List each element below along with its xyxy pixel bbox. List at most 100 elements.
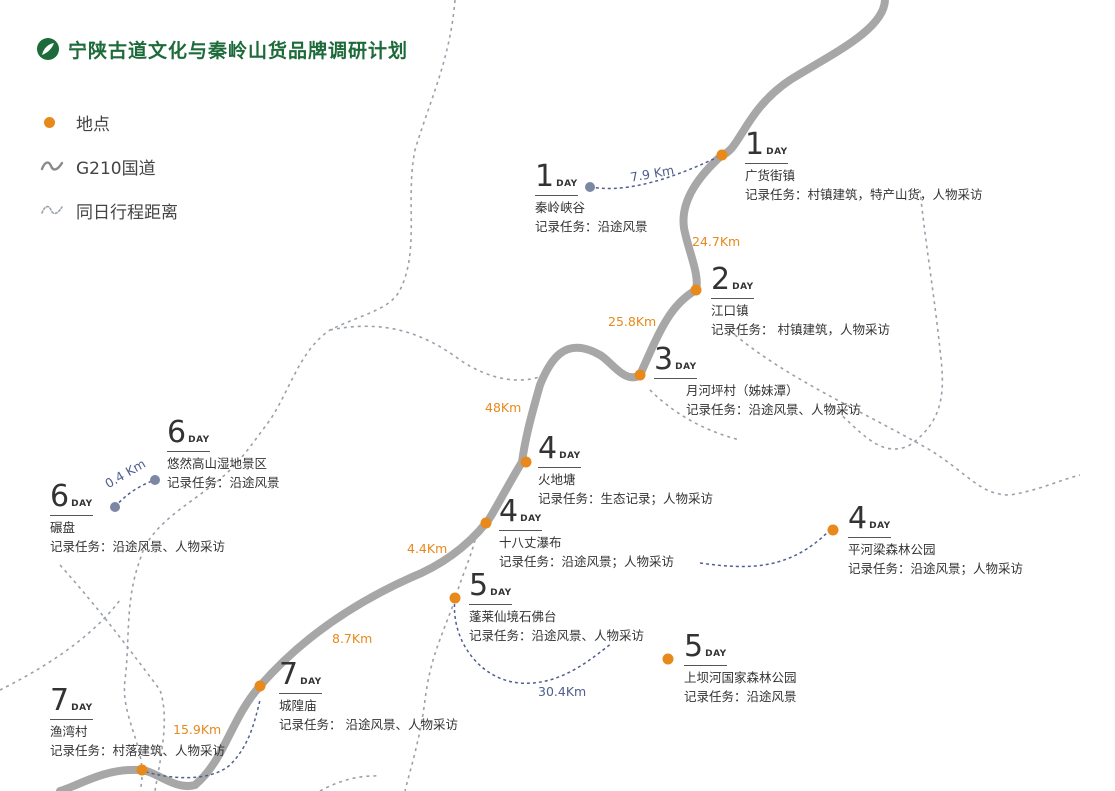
day-label: DAY [556,179,578,189]
dot-yuwancun[interactable] [136,764,148,776]
leaf-logo-icon [37,38,59,60]
day-number: 4 [848,501,868,536]
page-title: 宁陕古道文化与秦岭山货品牌调研计划 [36,34,408,64]
same-day-line-7 [139,699,261,779]
day-label: DAY [559,451,581,461]
stop-name: 江口镇 [711,303,749,318]
day-label: DAY [675,362,697,372]
trail-bottom [319,775,381,791]
day-number: 7 [50,683,70,718]
stop-name: 碾盘 [50,520,76,535]
trail-left [123,469,231,791]
dot-youran[interactable] [150,475,160,485]
day-label: DAY [705,649,727,659]
distance-label: 4.4Km [407,541,448,556]
dot-chenghuangmiao[interactable] [254,680,266,692]
day-number: 2 [711,262,731,297]
stop-task: 记录任务：沿途风景 [167,475,280,490]
trail-mid-right [649,389,741,441]
legend-location-label: 地点 [76,114,110,135]
dot-shibazhang[interactable] [480,517,492,529]
stop-name: 秦岭峡谷 [535,200,586,215]
stop-name: 城隍庙 [279,698,317,713]
stop-task: 记录任务：沿途风景、人物采访 [50,539,226,554]
trail-upper-left [229,0,456,471]
day-label: DAY [490,588,512,598]
day-number: 4 [499,494,519,529]
day-label: DAY [766,147,788,157]
legend: 地点 G210国道 同日行程距离 [40,100,178,232]
day-label: DAY [71,703,93,713]
stop-task: 记录任务：沿途风景；人物采访 [499,554,675,569]
dot-qinling-gorge[interactable] [585,182,595,192]
stop-name: 月河坪村（姊妹潭） [686,383,799,398]
stop-task: 记录任务：沿途风景、人物采访 [469,628,645,643]
same-day-line-4 [699,529,831,568]
stop-name: 十八丈瀑布 [499,535,562,550]
day-label: DAY [188,435,210,445]
dot-guanghuojie[interactable] [716,149,728,161]
distance-label: 8.7Km [332,631,373,646]
day-label: DAY [71,499,93,509]
title-text: 宁陕古道文化与秦岭山货品牌调研计划 [68,39,409,62]
dot-shangbahe[interactable] [662,653,674,665]
legend-location: 地点 [40,100,178,144]
day-number: 1 [535,159,555,194]
trail-mid [329,325,546,381]
day-label: DAY [732,282,754,292]
distance-label: 15.9Km [173,722,222,737]
legend-same-day-label: 同日行程距离 [76,202,178,223]
day-number: 7 [279,657,299,692]
day-number: 6 [167,415,187,450]
stop-task: 记录任务：沿途风景、人物采访 [686,402,862,417]
day-label: DAY [520,514,542,524]
day-label: DAY [300,677,322,687]
stop-name: 火地塘 [538,472,576,487]
stop-task: 记录任务： 村镇建筑，人物采访 [711,322,890,337]
legend-road-label: G210国道 [76,158,156,179]
distance-label: 24.7Km [692,234,741,249]
day-number: 6 [50,479,70,514]
trail-right [829,189,944,450]
day-number: 5 [469,568,489,603]
stop-task: 记录任务：村落建筑、人物采访 [50,743,226,758]
dot-yuehepingcun[interactable] [634,369,646,381]
dot-huoditang[interactable] [520,456,532,468]
stop-task: 记录任务： 沿途风景、人物采访 [279,717,458,732]
location-dots [110,149,839,776]
stop-name: 平河梁森林公园 [848,542,936,557]
distance-label: 48Km [485,400,522,415]
stop-name: 广货街镇 [745,168,796,183]
stop-task: 记录任务：沿途风景 [684,689,797,704]
dot-nianpan[interactable] [110,502,120,512]
stop-task: 记录任务：生态记录；人物采访 [538,491,714,506]
dashed-squiggle-icon [41,205,63,215]
g210-road [56,0,889,791]
stop-name: 蓬莱仙境石佛台 [469,609,557,624]
dot-jiangkou[interactable] [690,284,702,296]
legend-same-day: 同日行程距离 [40,188,178,232]
dot-penglai[interactable] [449,592,461,604]
legend-road: G210国道 [40,144,178,188]
same-day-line-5 [453,597,613,684]
day-number: 4 [538,431,558,466]
stop-task: 记录任务：沿途风景；人物采访 [848,561,1024,576]
day-number: 5 [684,629,704,664]
background-trails [0,0,1081,791]
dot-pingheliang[interactable] [827,524,839,536]
day-label: DAY [869,521,891,531]
